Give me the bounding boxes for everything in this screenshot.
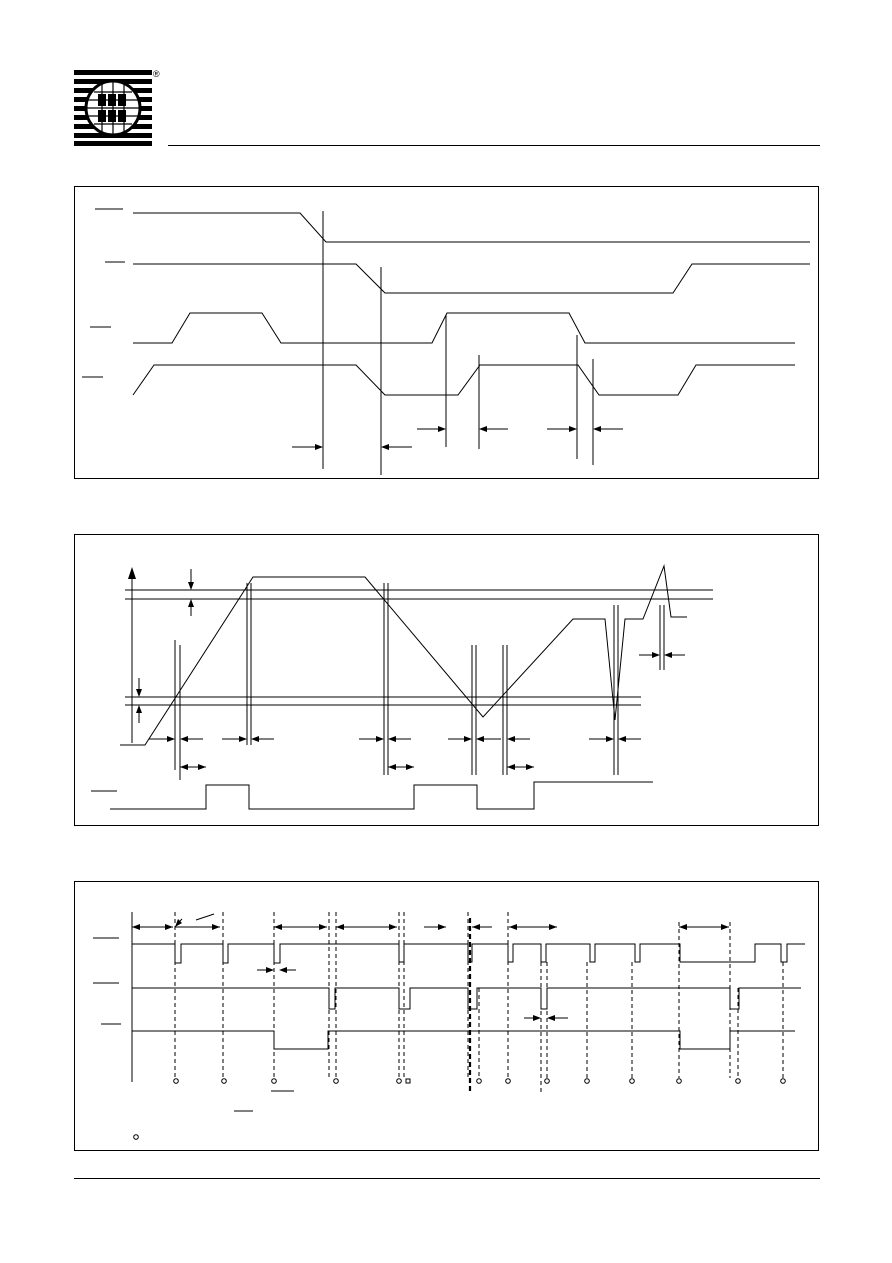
figure-2-waveforms — [91, 564, 713, 810]
output-waveform — [110, 781, 653, 810]
signal-b-waveform — [132, 987, 801, 1010]
footer-rule — [74, 1178, 820, 1179]
figure-3-waveforms — [93, 912, 805, 1140]
waveform-2 — [133, 263, 810, 294]
company-logo-icon — [74, 70, 152, 146]
figure-3-timing-panel — [74, 881, 819, 1151]
waveform-4 — [132, 364, 795, 396]
header-rule — [168, 145, 820, 146]
registered-mark: ® — [153, 69, 160, 79]
figure-1-waveforms — [82, 208, 810, 475]
signal-a-waveform — [132, 943, 805, 964]
waveform-1 — [133, 212, 810, 243]
company-logo — [74, 70, 154, 146]
figure-2-timing-panel — [74, 534, 819, 826]
circle-marker-icon — [133, 1134, 139, 1140]
waveform-3 — [133, 312, 795, 344]
figure-1-timing-panel — [74, 186, 819, 479]
input-waveform — [120, 564, 687, 746]
signal-c-waveform — [132, 1030, 795, 1050]
